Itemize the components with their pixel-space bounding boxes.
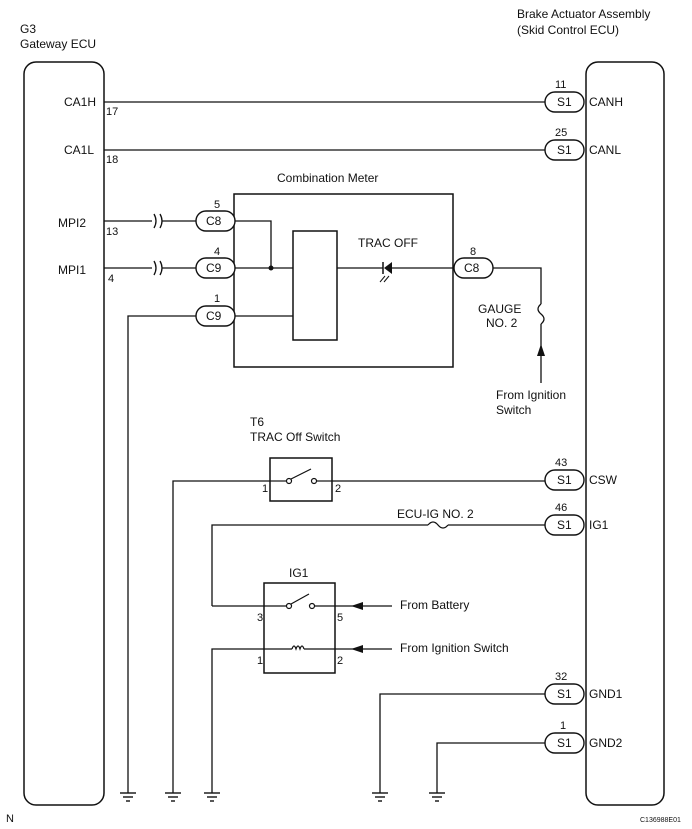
connector-label-c8-trac: C8 [464, 261, 480, 275]
pin-name-mpi2: MPI2 [58, 216, 86, 230]
ground-icon [429, 792, 445, 802]
connector-label-c9-ground: C9 [206, 309, 222, 323]
wire-meter-gnd [127, 315, 196, 793]
combination-meter-box [233, 193, 454, 368]
relay-pin-3: 3 [257, 612, 263, 624]
pin-name-canl: CANL [589, 143, 621, 157]
connector-label-s1-canl: S1 [557, 143, 572, 157]
wire-gauge-top [493, 267, 542, 304]
connector-label-c9-mpi1: C9 [206, 261, 222, 275]
connector-label-s1-csw: S1 [557, 473, 572, 487]
wire-gnd1 [379, 693, 545, 793]
relay-pin-5: 5 [337, 612, 343, 624]
wire-mpi2-internal [235, 220, 272, 268]
ground-icon [165, 792, 181, 802]
wire-ig1-a [211, 524, 428, 606]
connector-label-c8-mpi2: C8 [206, 214, 222, 228]
gauge-fuse-icon [537, 303, 545, 325]
junction-dot [268, 265, 274, 271]
pin-number-18: 18 [106, 154, 118, 166]
pin-name-ca1l: CA1L [64, 143, 94, 157]
connector-s1-csw [544, 469, 585, 491]
ground-icon [372, 792, 388, 802]
trac-switch-pin-left: 1 [262, 483, 268, 495]
pin-number-46: 46 [555, 502, 567, 514]
gateway-ecu-name: Gateway ECU [20, 37, 96, 51]
relay-pin-1: 1 [257, 655, 263, 667]
connector-s1-canh [544, 91, 585, 113]
pin-number-43: 43 [555, 457, 567, 469]
gateway-ecu-box [23, 61, 105, 806]
brake-actuator-title: Brake Actuator Assembly [517, 7, 650, 21]
wire-gnd2 [436, 742, 545, 793]
gauge-fuse-line1: GAUGE [478, 302, 521, 316]
from-ignition-line1: From Ignition [496, 388, 566, 402]
meter-ic-block [292, 230, 338, 341]
pin-number-5: 5 [214, 199, 220, 211]
footer-left: N [6, 813, 14, 825]
relay-coil-icon [264, 645, 335, 651]
connector-s1-canl [544, 139, 585, 161]
connector-s1-gnd1 [544, 683, 585, 705]
connector-label-s1-gnd2: S1 [557, 736, 572, 750]
gauge-fuse-line2: NO. 2 [486, 316, 518, 330]
ig1-relay-box [263, 582, 336, 674]
canh-circuit: CA1H 17 11 S1 CANH [64, 79, 623, 118]
from-ignition-line2: Switch [496, 403, 531, 417]
trac-off-label: TRAC OFF [358, 236, 418, 250]
wire-relay-coil-gnd [211, 648, 264, 793]
pin-number-11: 11 [555, 79, 566, 91]
brake-actuator-box [585, 61, 665, 806]
trac-off-led-icon [379, 262, 392, 283]
pin-name-gnd2: GND2 [589, 736, 623, 750]
pin-number-32: 32 [555, 671, 567, 683]
pin-number-1-actuator: 1 [560, 720, 566, 732]
wire-break-mpi2 [153, 213, 163, 229]
relay-pin-2: 2 [337, 655, 343, 667]
battery-arrow-icon [351, 602, 363, 610]
from-ignition-switch-label: From Ignition Switch [400, 641, 509, 655]
relay-contact-icon [264, 593, 335, 610]
pin-number-8: 8 [470, 246, 476, 258]
pin-name-canh: CANH [589, 95, 623, 109]
trac-switch-name: TRAC Off Switch [250, 430, 340, 444]
pin-number-4-meter: 4 [214, 246, 220, 258]
footer-right: C136988E01 [640, 817, 681, 824]
ig1-relay-label: IG1 [289, 566, 309, 580]
canl-circuit: CA1L 18 25 S1 CANL [64, 127, 621, 166]
pin-name-ig1: IG1 [589, 518, 609, 532]
brake-actuator-subtitle: (Skid Control ECU) [517, 23, 619, 37]
wire-trac-switch-gnd [172, 480, 270, 793]
ignition-arrow-icon [351, 645, 363, 653]
from-battery-label: From Battery [400, 598, 469, 612]
connector-label-s1-gnd1: S1 [557, 687, 572, 701]
pin-number-1-meter: 1 [214, 293, 220, 305]
ecu-ig-fuse-label: ECU-IG NO. 2 [397, 507, 474, 521]
ground-icon [120, 792, 136, 802]
pin-name-mpi1: MPI1 [58, 263, 86, 277]
connector-label-s1-canh: S1 [557, 95, 572, 109]
pin-name-csw: CSW [589, 473, 618, 487]
pin-name-ca1h: CA1H [64, 95, 96, 109]
trac-switch-pin-right: 2 [335, 483, 341, 495]
trac-switch-ref: T6 [250, 415, 264, 429]
gateway-ecu-ref: G3 [20, 22, 36, 36]
pin-number-17: 17 [106, 106, 118, 118]
gauge-arrow-icon [537, 344, 545, 356]
wire-break-mpi1 [153, 260, 163, 276]
ecu-ig-fuse-icon [427, 521, 449, 529]
switch-contact-icon [270, 468, 332, 485]
trac-switch-box [269, 457, 333, 502]
pin-name-gnd1: GND1 [589, 687, 623, 701]
pin-number-4: 4 [108, 273, 114, 285]
ground-icon [204, 792, 220, 802]
pin-number-13: 13 [106, 226, 118, 238]
pin-number-25: 25 [555, 127, 567, 139]
connector-s1-ig1 [544, 514, 585, 536]
combination-meter-title: Combination Meter [277, 171, 378, 185]
connector-label-s1-ig1: S1 [557, 518, 572, 532]
connector-s1-gnd2 [544, 732, 585, 754]
